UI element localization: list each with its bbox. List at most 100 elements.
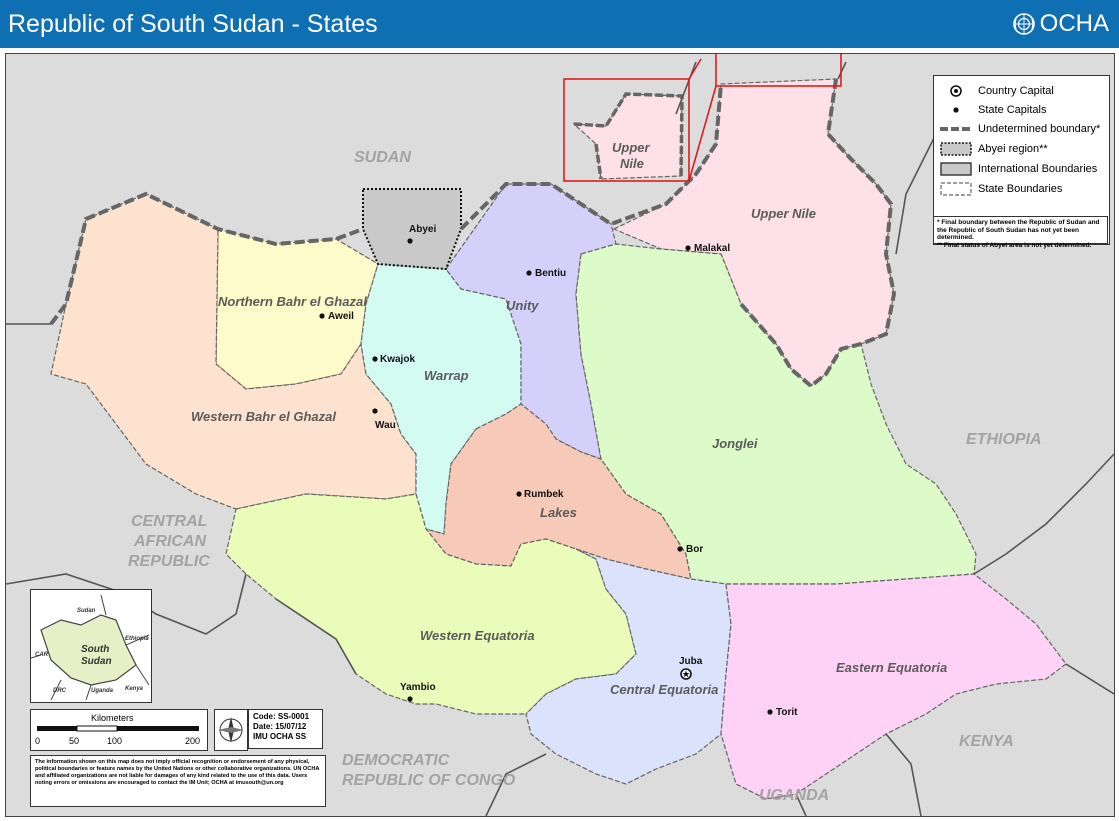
inset-frame-upper-nile — [563, 78, 690, 182]
intl-boundary-west — [6, 323, 357, 675]
capital-label-aweil: Aweil — [328, 311, 354, 322]
capital-label-kwajok: Kwajok — [380, 354, 415, 365]
legend-label: International Boundaries — [978, 163, 1098, 175]
capital-dot-kwajok[interactable] — [372, 356, 378, 362]
state-capital-dot-icon — [940, 103, 972, 117]
capital-dot-torit[interactable] — [767, 709, 773, 715]
capital-dot-wau[interactable] — [372, 408, 378, 414]
overview-inset-map: Sudan South Sudan Ethiopia CAR DRC Ugand… — [30, 589, 152, 703]
undetermined-boundary — [49, 78, 897, 389]
country-label-car-1: CENTRAL — [131, 513, 207, 530]
country-label-ethiopia: ETHIOPIA — [966, 431, 1042, 448]
capital-dot-aweil[interactable] — [319, 313, 325, 319]
code-line-1: Code: SS-0001 — [253, 712, 310, 721]
state-label-upper-nile-inset-1: Upper — [612, 140, 651, 155]
legend-label: Abyei region** — [978, 143, 1048, 155]
inset-label-uganda: Uganda — [91, 688, 114, 694]
scale-bar: Kilometers 0 50 100 200 — [30, 709, 208, 751]
inset-connector-line — [688, 58, 717, 182]
inset-label-sudan: Sudan — [77, 608, 96, 614]
inset-canvas: Sudan South Sudan Ethiopia CAR DRC Ugand… — [31, 590, 151, 702]
intl-boundary-east — [973, 453, 1114, 575]
state-label-upper-nile: Upper Nile — [751, 206, 816, 221]
inset-label-car: CAR — [35, 652, 49, 658]
legend-row-state-boundaries: State Boundaries — [940, 182, 1062, 196]
state-label-jonglei: Jonglei — [712, 436, 758, 451]
capital-label-juba: Juba — [679, 656, 703, 667]
state-jonglei[interactable] — [575, 243, 977, 585]
north-arrow — [214, 709, 248, 751]
capital-label-bentiu: Bentiu — [535, 268, 566, 279]
capital-dot-yambio[interactable] — [407, 696, 413, 702]
scale-tick-100: 100 — [107, 736, 123, 746]
inset-label-south-1: South — [81, 644, 109, 655]
capital-label-wau: Wau — [375, 420, 396, 431]
capital-dot-bor[interactable] — [677, 546, 683, 552]
state-label-northern-bahr-el-ghazal: Northern Bahr el Ghazal — [218, 294, 367, 309]
capital-dot-bentiu[interactable] — [526, 270, 532, 276]
country-label-sudan: SUDAN — [354, 149, 411, 166]
state-label-central-equatoria: Central Equatoria — [610, 682, 718, 697]
ocha-brand: OCHA — [1012, 9, 1109, 39]
capital-dot-rumbek[interactable] — [516, 491, 522, 497]
legend-label: State Capitals — [978, 104, 1047, 116]
capital-label-bor: Bor — [686, 544, 703, 555]
legend-row-country-capital: Country Capital — [940, 84, 1054, 98]
legend-note-1: * Final boundary between the Republic of… — [937, 219, 1100, 241]
undetermined-line-icon — [940, 122, 972, 136]
country-label-drc-2: REPUBLIC OF CONGO — [342, 772, 516, 789]
inset-country-outline — [40, 614, 137, 686]
capital-label-yambio: Yambio — [400, 682, 436, 693]
country-capital-icon — [940, 84, 972, 98]
map-code-box: Code: SS-0001 Date: 15/07/12 IMU OCHA SS — [248, 709, 323, 749]
international-swatch-icon — [940, 162, 972, 176]
scale-tick-0: 0 — [35, 736, 41, 746]
state-label-warrap: Warrap — [424, 368, 469, 383]
legend-row-state-capitals: State Capitals — [940, 103, 1046, 117]
scale-bar-graphic — [37, 725, 199, 732]
intl-boundary-south — [485, 663, 1114, 816]
capital-dot-malakal[interactable] — [685, 245, 691, 251]
capital-dot-abyei[interactable] — [407, 238, 413, 244]
inset-label-ethiopia: Ethiopia — [125, 636, 149, 642]
capital-label-rumbek: Rumbek — [524, 489, 564, 500]
undetermined-boundary-inset — [573, 92, 684, 180]
compass-icon — [218, 717, 244, 743]
abyei-region[interactable] — [362, 188, 462, 271]
code-line-2: Date: 15/07/12 — [253, 722, 307, 731]
legend-label: Undetermined boundary* — [978, 123, 1101, 135]
capital-label-abyei: Abyei — [409, 224, 436, 235]
legend-row-international: International Boundaries — [940, 162, 1097, 176]
state-label-eastern-equatoria: Eastern Equatoria — [836, 660, 947, 675]
state-label-unity: Unity — [506, 298, 539, 313]
state-eastern-equatoria[interactable] — [720, 573, 1067, 800]
inset-frame-top — [715, 54, 842, 87]
country-capital-juba-marker[interactable] — [680, 668, 692, 680]
scale-title: Kilometers — [91, 713, 134, 723]
inset-label-kenya: Kenya — [125, 686, 144, 692]
country-label-car-2: AFRICAN — [133, 533, 206, 550]
map-frame: SUDAN ETHIOPIA CENTRAL AFRICAN REPUBLIC … — [5, 53, 1115, 817]
legend-label: Country Capital — [978, 85, 1054, 97]
legend-footnote: * Final boundary between the Republic of… — [933, 216, 1108, 249]
scale-tick-50: 50 — [69, 736, 80, 746]
legend-label: State Boundaries — [978, 183, 1063, 195]
legend-row-abyei: Abyei region** — [940, 142, 1048, 156]
inset-label-drc: DRC — [53, 688, 67, 694]
un-emblem-icon — [1012, 13, 1035, 35]
scale-tick-200: 200 — [185, 736, 201, 746]
state-central-equatoria[interactable] — [525, 548, 732, 785]
state-label-western-equatoria: Western Equatoria — [420, 628, 535, 643]
country-label-car-3: REPUBLIC — [128, 553, 210, 570]
inset-label-south-2: Sudan — [81, 656, 112, 667]
code-line-3: IMU OCHA SS — [253, 732, 307, 741]
state-label-lakes: Lakes — [540, 505, 577, 520]
map-disclaimer: The information shown on this map does n… — [30, 755, 326, 807]
capital-label-malakal: Malakal — [694, 243, 730, 254]
country-label-kenya: KENYA — [959, 733, 1014, 750]
map-canvas: SUDAN ETHIOPIA CENTRAL AFRICAN REPUBLIC … — [6, 54, 1114, 816]
capital-label-torit: Torit — [776, 707, 798, 718]
abyei-swatch-icon — [940, 142, 972, 156]
country-label-uganda: UGANDA — [759, 787, 829, 804]
map-header: Republic of South Sudan - States OCHA — [0, 0, 1119, 48]
